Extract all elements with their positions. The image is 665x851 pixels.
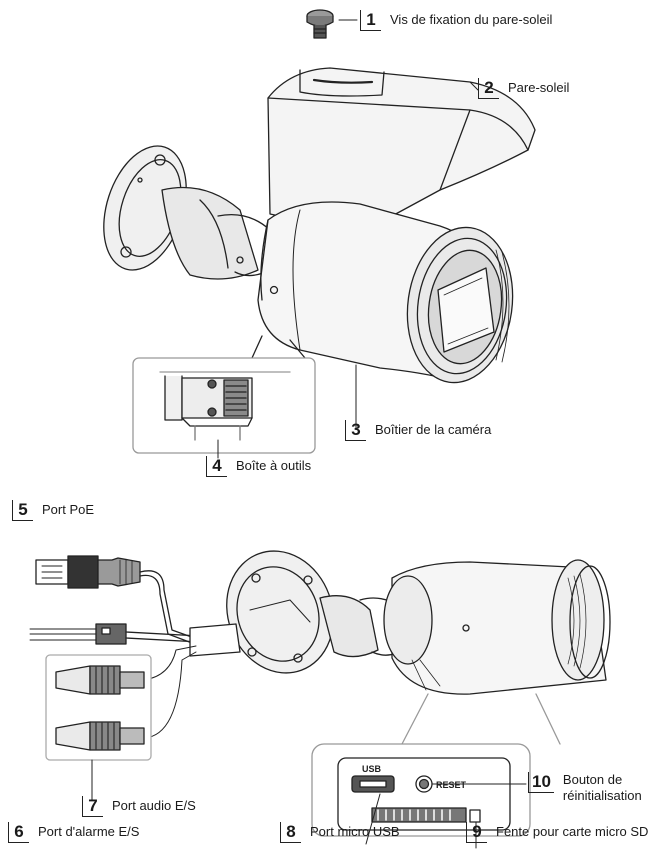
callout-camera-housing: 3 Boîtier de la caméra [345,420,491,441]
reset-label: RESET [436,780,467,790]
camera-rear-view [226,550,611,695]
callout-audio-port: 7 Port audio E/S [82,796,196,817]
callout-number: 10 [528,772,554,793]
callout-number: 6 [8,822,29,843]
wall-mount-top [103,145,271,280]
callout-label: Port d'alarme E/S [38,824,140,839]
callout-label: Fente pour carte micro SD [496,824,649,839]
callout-reset-button: 10 Bouton de réinitialisation [528,772,642,804]
callout-number: 9 [466,822,487,843]
callout-label: Pare-soleil [508,80,570,95]
cables [29,555,241,739]
callout-label: Port audio E/S [112,798,196,813]
callout-label: Vis de fixation du pare-soleil [390,12,553,27]
callout-number: 1 [360,10,381,31]
callout-label-line1: Bouton de [562,772,623,787]
sunshield-screw [306,9,358,39]
callout-number: 5 [12,500,33,521]
camera-housing [257,201,514,429]
ports-panel-inset [311,693,561,849]
callout-micro-usb: 8 Port micro USB [280,822,400,843]
usb-label: USB [362,764,382,774]
callout-label: Bouton de réinitialisation [563,772,642,804]
callout-alarm-port: 6 Port d'alarme E/S [8,822,139,843]
callout-micro-sd: 9 Fente pour carte micro SD [466,822,648,843]
toolbox-inset [132,335,316,459]
callout-number: 3 [345,420,366,441]
callout-sunshield-screw: 1 Vis de fixation du pare-soleil [360,10,552,31]
callout-label: Port PoE [42,502,95,517]
callout-poe-port: 5 Port PoE [12,500,94,521]
callout-label: Port micro USB [310,824,400,839]
callout-number: 8 [280,822,301,843]
callout-number: 2 [478,78,499,99]
callout-label-line2: réinitialisation [562,788,642,803]
sunshield [267,67,536,233]
callout-number: 7 [82,796,103,817]
callout-label: Boîte à outils [236,458,312,473]
callout-sunshield: 2 Pare-soleil [478,78,569,99]
callout-number: 4 [206,456,227,477]
audio-ports-box [45,654,152,801]
callout-label: Boîtier de la caméra [375,422,492,437]
callout-toolbox: 4 Boîte à outils [206,456,311,477]
